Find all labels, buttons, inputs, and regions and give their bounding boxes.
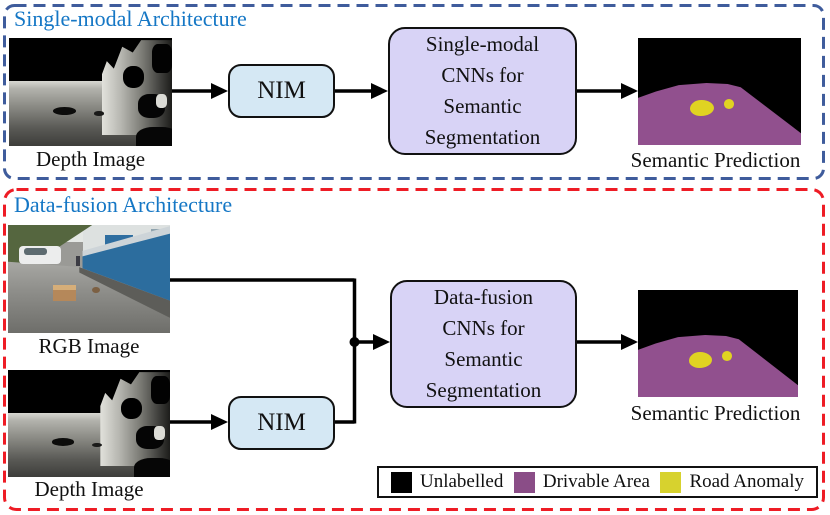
legend-swatch-drivable-area bbox=[513, 471, 535, 493]
depth-corner-shadow bbox=[134, 457, 170, 477]
arrowhead-depth2-to-nim2 bbox=[211, 414, 228, 430]
depth-road-blob bbox=[51, 438, 75, 446]
prediction-image-fusion bbox=[638, 290, 798, 397]
prediction-anomaly-blob bbox=[689, 352, 713, 369]
cnn-box-fusion-line: Data-fusion bbox=[433, 285, 534, 309]
rgb-pedestrian bbox=[76, 256, 81, 267]
depth-wall-patch bbox=[150, 376, 170, 405]
prediction-image-single bbox=[638, 38, 801, 145]
rgb-image-label: RGB Image bbox=[38, 334, 140, 358]
prediction-drivable-area bbox=[638, 82, 801, 145]
arrowhead-cnn2-to-prediction2 bbox=[621, 334, 638, 350]
cnn-box-single-line: Single-modal bbox=[425, 32, 540, 56]
rgb-cardboard-box bbox=[53, 285, 77, 301]
rgb-image bbox=[8, 225, 170, 333]
depth-wall-patch bbox=[123, 66, 145, 88]
arrowhead-cnn1-to-prediction1 bbox=[621, 83, 638, 99]
depth-road-blob bbox=[92, 442, 102, 448]
depth-image-fusion-label: Depth Image bbox=[34, 477, 144, 501]
nim-box-fusion: NIM bbox=[228, 396, 335, 450]
cnn-box-single-line: CNNs for bbox=[441, 63, 524, 87]
rgb-white-car bbox=[19, 245, 62, 264]
legend-label-unlabelled: Unlabelled bbox=[420, 471, 504, 492]
cnn-box-fusion-line: CNNs for bbox=[442, 316, 525, 340]
legend: Unlabelled Drivable Area Road Anomaly bbox=[377, 466, 818, 498]
cnn-box-single: Single-modal CNNs for Semantic Segmentat… bbox=[388, 27, 577, 155]
prediction-single-label: Semantic Prediction bbox=[630, 148, 801, 172]
data-fusion-panel-border bbox=[3, 188, 825, 511]
cnn-box-fusion-line: Segmentation bbox=[425, 378, 542, 402]
nim-box-single-label: NIM bbox=[257, 77, 306, 104]
legend-swatch-road-anomaly bbox=[660, 471, 682, 493]
cnn-box-fusion: Data-fusion CNNs for Semantic Segmentati… bbox=[390, 280, 577, 408]
cnn-box-single-line: Semantic bbox=[443, 94, 522, 118]
data-fusion-panel-title: Data-fusion Architecture bbox=[14, 192, 233, 217]
legend-item-unlabelled: Unlabelled bbox=[391, 471, 503, 493]
depth-road-blob bbox=[53, 107, 76, 115]
rgb-small-object bbox=[92, 286, 101, 294]
legend-label-drivable-area: Drivable Area bbox=[542, 471, 650, 492]
arrowhead-junction-to-cnn2 bbox=[373, 334, 390, 350]
prediction-drivable-area bbox=[638, 334, 798, 397]
prediction-anomaly-blob bbox=[690, 100, 714, 117]
legend-item-road-anomaly: Road Anomaly bbox=[660, 471, 804, 493]
cnn-box-fusion-line: Semantic bbox=[444, 347, 523, 371]
depth-corner-shadow bbox=[136, 126, 172, 146]
legend-item-drivable-area: Drivable Area bbox=[513, 471, 650, 493]
depth-image-fusion bbox=[8, 370, 170, 477]
rgb-car-window bbox=[23, 247, 47, 255]
prediction-anomaly-blob bbox=[722, 350, 733, 362]
single-modal-panel-title: Single-modal Architecture bbox=[14, 6, 247, 31]
nim-box-fusion-label: NIM bbox=[257, 409, 306, 436]
depth-image-single bbox=[9, 38, 172, 146]
depth-road-blob bbox=[93, 111, 104, 116]
depth-image-single-label: Depth Image bbox=[35, 147, 146, 171]
legend-swatch-unlabelled bbox=[391, 471, 412, 493]
depth-bright-spot bbox=[155, 94, 168, 109]
depth-bright-spot bbox=[153, 425, 166, 440]
cnn-box-single-line: Segmentation bbox=[424, 125, 541, 149]
nim-box-single: NIM bbox=[228, 64, 335, 118]
prediction-fusion-label: Semantic Prediction bbox=[630, 401, 801, 425]
prediction-anomaly-blob bbox=[723, 98, 735, 110]
arrowhead-depth1-to-nim1 bbox=[211, 83, 228, 99]
arrowhead-nim1-to-cnn1 bbox=[371, 83, 388, 99]
single-modal-panel-border bbox=[3, 4, 825, 180]
depth-wall-patch bbox=[121, 397, 143, 420]
depth-wall-patch bbox=[152, 44, 172, 73]
legend-label-road-anomaly: Road Anomaly bbox=[689, 471, 804, 492]
